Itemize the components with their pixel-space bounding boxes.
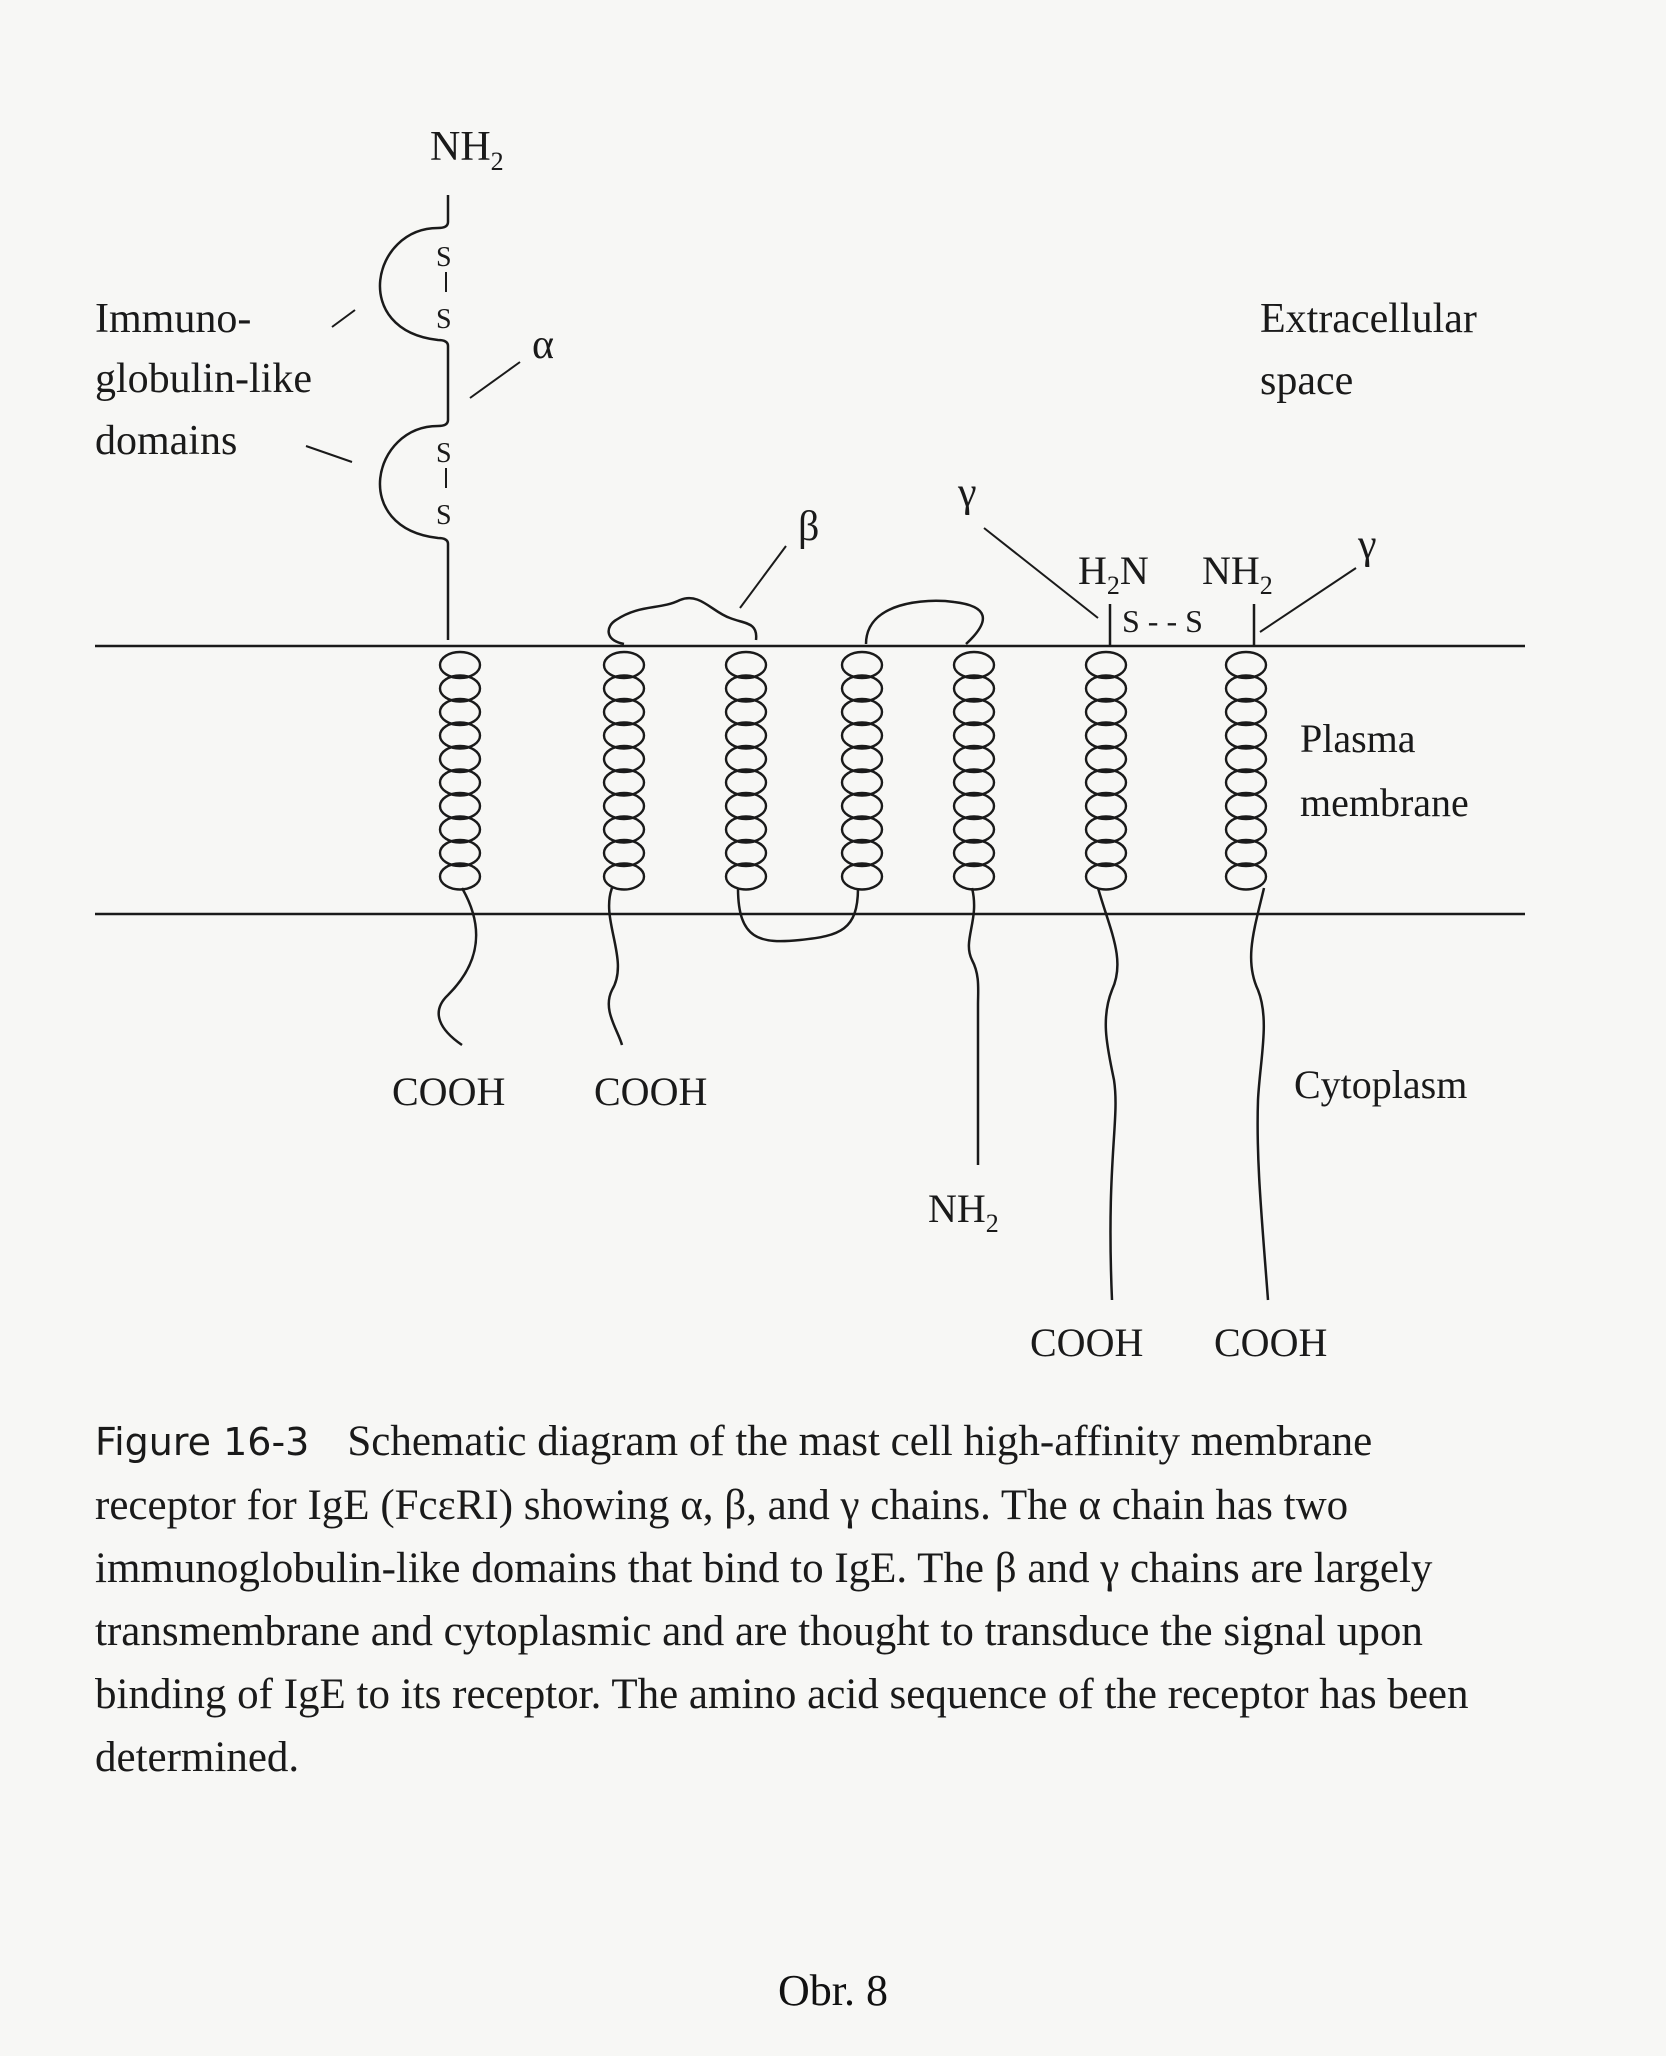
ig-domains-label-line3: domains <box>95 418 237 464</box>
extracellular-label-line2: space <box>1260 358 1353 404</box>
ss-label-3: S <box>436 438 452 469</box>
beta-cooh-tail <box>607 887 624 1046</box>
ig-domains-label-line2: globulin-like <box>95 356 312 402</box>
beta-helix-3 <box>840 650 884 891</box>
beta-loop-3 <box>864 599 985 645</box>
gamma-cooh-label-1: COOH <box>1030 1320 1143 1365</box>
beta-helix-4 <box>952 650 996 891</box>
ig-domains-label-line1: Immuno- <box>95 296 251 342</box>
ss-label-4: S <box>436 500 452 531</box>
gamma-right-label: γ <box>1357 522 1377 568</box>
beta-nh2-label: NH2 <box>928 1186 999 1238</box>
beta-loop-2 <box>736 887 860 943</box>
beta-helix-2 <box>724 650 768 891</box>
ig-pointer-2 <box>305 445 353 463</box>
gamma-right-tail <box>1249 887 1270 1301</box>
gamma-nh2-label: NH2 <box>1202 548 1273 600</box>
gamma-h2n-label: H2N <box>1078 548 1149 600</box>
alpha-cooh-label: COOH <box>392 1069 505 1114</box>
gamma-disulfide-label: S - - S <box>1122 603 1203 639</box>
beta-nh2-tail <box>967 887 980 1165</box>
alpha-chain-extracellular <box>378 195 450 640</box>
beta-loop-1 <box>607 596 758 646</box>
caption-text: Schematic diagram of the mast cell high-… <box>95 1418 1469 1781</box>
gamma-helix-1 <box>1084 650 1128 891</box>
gamma-left-pointer <box>983 527 1099 619</box>
beta-pointer <box>739 545 787 609</box>
beta-cooh-label: COOH <box>594 1069 707 1114</box>
extracellular-label-line1: Extracellular <box>1260 296 1477 342</box>
alpha-helix <box>438 650 482 891</box>
receptor-diagram: NH2 S S S S Immuno- globulin-like domain… <box>95 124 1525 1365</box>
figure-number: Obr. 8 <box>778 1966 888 2015</box>
alpha-pointer <box>469 361 521 399</box>
gamma-left-tail <box>1096 887 1119 1301</box>
gamma-helix-2 <box>1224 650 1268 891</box>
alpha-nh2-label: NH2 <box>430 124 504 176</box>
ig-pointer-1 <box>331 309 356 328</box>
cytoplasm-label: Cytoplasm <box>1294 1062 1467 1107</box>
ss-label-2: S <box>436 304 452 335</box>
figure-label: Figure 16-3 <box>95 1420 310 1464</box>
plasma-membrane-label-line2: membrane <box>1300 780 1469 825</box>
plasma-membrane-label-line1: Plasma <box>1300 716 1416 761</box>
gamma-cooh-label-2: COOH <box>1214 1320 1327 1365</box>
beta-helix-1 <box>602 650 646 891</box>
beta-label: β <box>798 504 819 550</box>
gamma-right-pointer <box>1259 567 1357 633</box>
alpha-label: α <box>532 322 554 368</box>
gamma-left-label: γ <box>957 470 977 516</box>
ss-label-1: S <box>436 242 452 273</box>
alpha-cytoplasmic-tail <box>437 887 478 1047</box>
